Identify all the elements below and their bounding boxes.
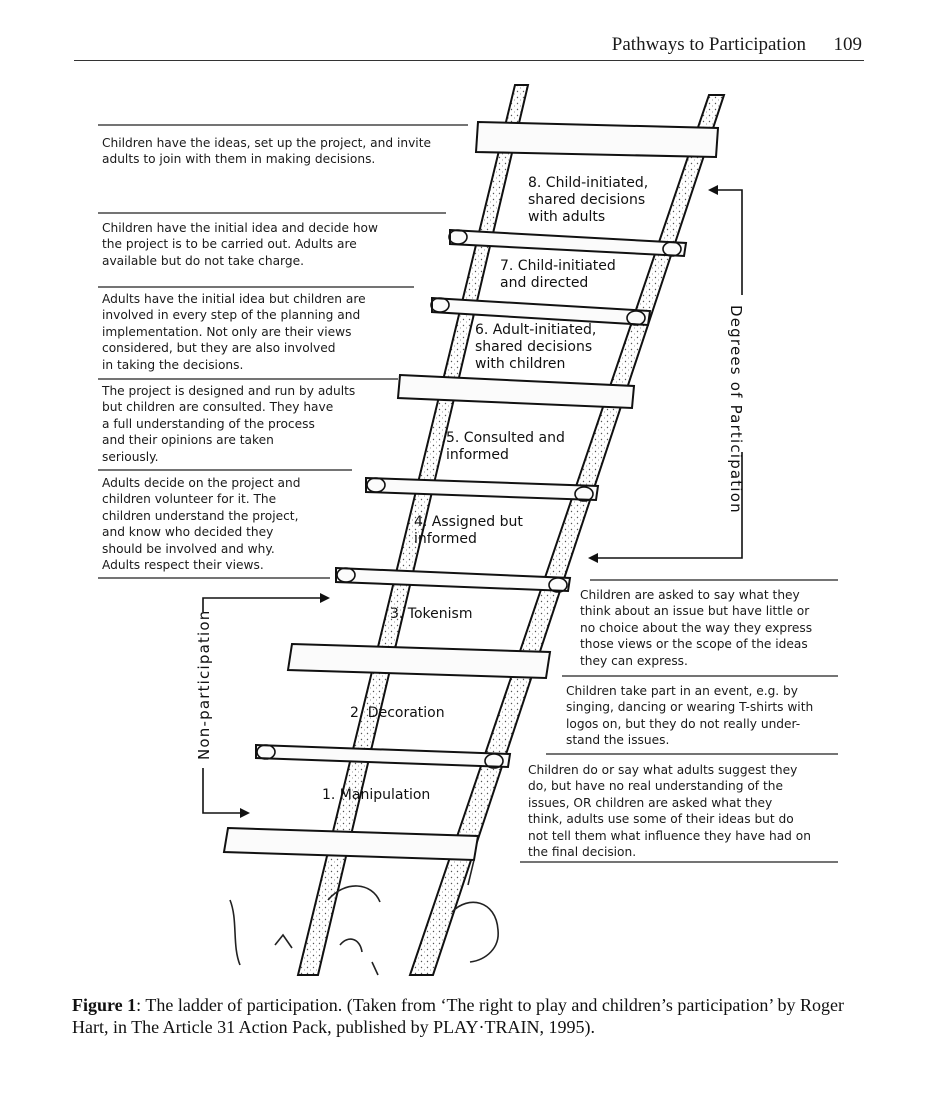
degrees-of-participation-label: Degrees of Participation bbox=[727, 305, 745, 514]
running-title: Pathways to Participation bbox=[611, 34, 806, 55]
description-rung-2: Children take part in an event, e.g. by … bbox=[566, 684, 814, 748]
description-rung-7: Children have the initial idea and decid… bbox=[102, 221, 378, 268]
degrees-bracket bbox=[594, 189, 743, 559]
description-rung-4: Adults decide on the project and childre… bbox=[102, 476, 301, 573]
rung-5-label: 5. Consulted and informed bbox=[446, 430, 565, 463]
description-rung-8: Children have the ideas, set up the proj… bbox=[102, 136, 431, 167]
rung-7-label: 7. Child-initiated and directed bbox=[500, 258, 616, 291]
figure-caption: Figure 1: The ladder of participation. (… bbox=[72, 994, 872, 1038]
non-participation-arrowheads bbox=[240, 593, 330, 818]
non-participation-bracket bbox=[202, 597, 322, 814]
description-rung-5: The project is designed and run by adult… bbox=[102, 384, 356, 464]
description-rung-3: Children are asked to say what they thin… bbox=[580, 588, 813, 668]
description-rules-left bbox=[98, 124, 468, 579]
running-head: Pathways to Participation 109 bbox=[74, 30, 864, 60]
rung-4-label: 4. Assigned but informed bbox=[414, 514, 523, 547]
figure-caption-text: : The ladder of participation. (Taken fr… bbox=[72, 995, 845, 1037]
rope-lashings bbox=[256, 229, 682, 769]
description-rung-1: Children do or say what adults suggest t… bbox=[528, 763, 811, 860]
rung-2-label: 2. Decoration bbox=[350, 705, 445, 721]
description-rules-right bbox=[520, 579, 838, 863]
rung-3-label: 3. Tokenism bbox=[390, 606, 473, 622]
description-rung-6: Adults have the initial idea but childre… bbox=[102, 292, 366, 372]
rung-8-label: 8. Child-initiated, shared decisions wit… bbox=[528, 175, 649, 225]
page-number: 109 bbox=[833, 34, 863, 55]
rung-1-label: 1. Manipulation bbox=[322, 787, 431, 803]
degrees-arrowheads bbox=[588, 185, 718, 563]
figure-caption-label: Figure 1 bbox=[72, 995, 137, 1015]
non-participation-label: Non-participation bbox=[195, 609, 213, 760]
rung-6-label: 6. Adult-initiated, shared decisions wit… bbox=[475, 322, 597, 372]
header-rule bbox=[74, 60, 864, 61]
ground-sketch bbox=[229, 859, 499, 976]
